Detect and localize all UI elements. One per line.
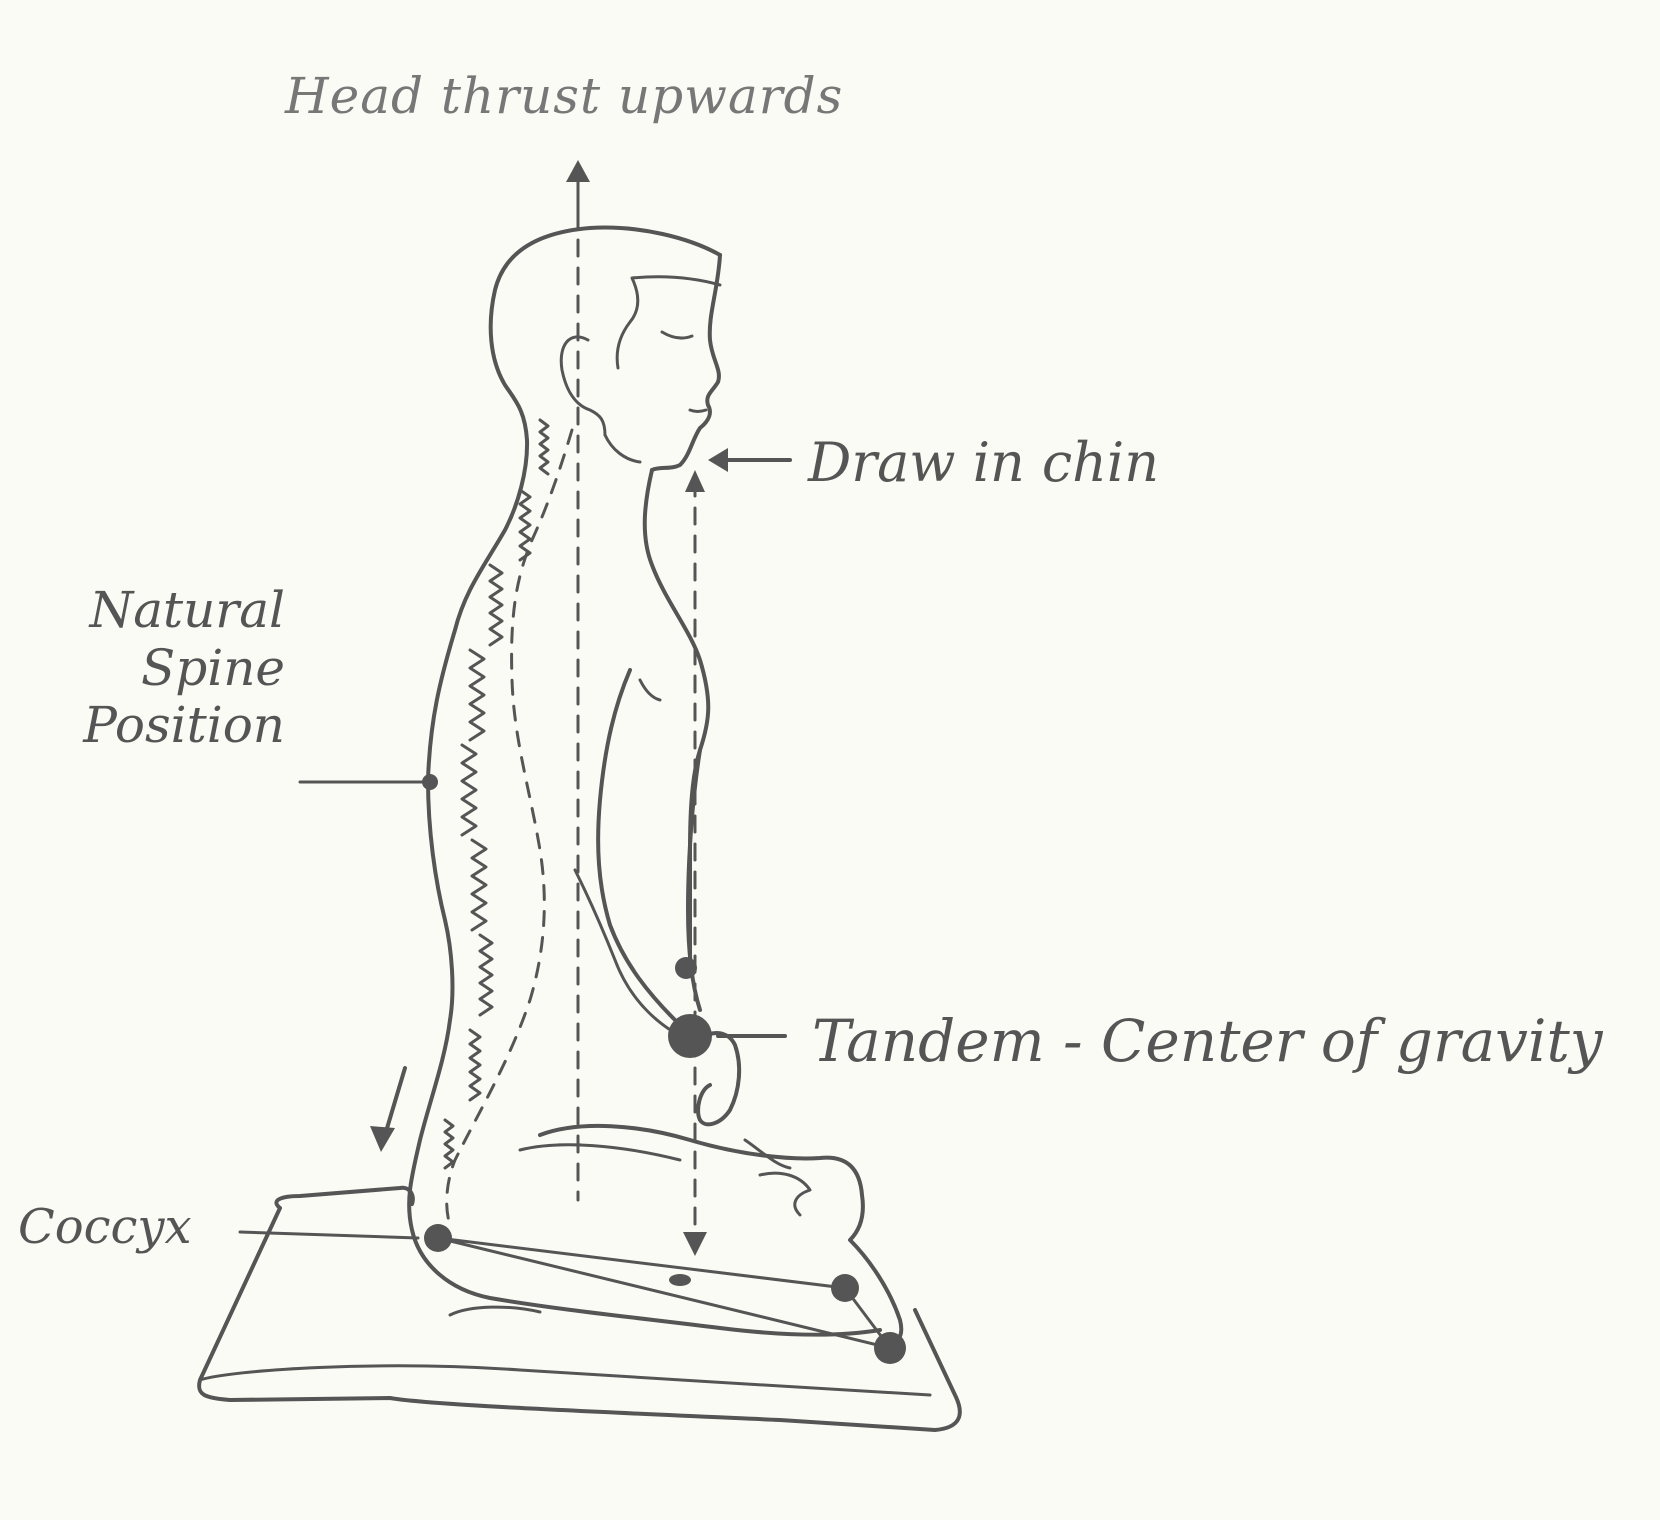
spine-label-line-1: Natural xyxy=(89,581,285,639)
triangle-base-lines xyxy=(436,1236,892,1350)
tandem-upper-dot xyxy=(675,957,697,979)
knee-dot-upper xyxy=(831,1274,859,1302)
cushion-back-edge xyxy=(198,1364,932,1397)
hairline xyxy=(615,275,722,370)
front-line-down-arrowhead xyxy=(683,1232,707,1256)
coccyx-leader-line xyxy=(238,1230,420,1240)
coccyx-label: Coccyx xyxy=(18,1199,192,1255)
coccyx-dot xyxy=(424,1224,452,1252)
tandem-dot xyxy=(668,1014,712,1058)
spine-marker-dot xyxy=(422,774,438,790)
cushion-outline xyxy=(197,1185,962,1432)
coccyx-down-arrow xyxy=(383,1066,407,1137)
natural-spine-curve xyxy=(445,428,574,1227)
upper-arm xyxy=(596,668,677,1022)
mouth xyxy=(688,408,708,413)
knee-fold xyxy=(758,1171,812,1217)
chin-arrowhead xyxy=(708,448,728,472)
closed-eye xyxy=(660,330,694,340)
body-back-outline xyxy=(407,225,882,1337)
tandem-center-of-gravity-label: Tandem - Center of gravity xyxy=(812,1007,1603,1075)
spine-vertebrae xyxy=(443,418,550,1170)
ear-outline xyxy=(559,335,607,437)
draw-in-chin-label: Draw in chin xyxy=(808,431,1159,494)
knee-dot-lower xyxy=(874,1332,906,1364)
front-line-up-arrowhead xyxy=(685,470,705,492)
jaw-line xyxy=(603,433,642,464)
head-up-arrowhead xyxy=(566,160,590,182)
body-front-outline xyxy=(642,468,711,962)
natural-spine-position-label: Natural Spine Position xyxy=(40,581,285,755)
coccyx-down-arrowhead xyxy=(370,1126,395,1152)
center-base-dot xyxy=(669,1274,691,1286)
inner-leg-line xyxy=(518,1143,682,1162)
elbow-detail xyxy=(638,678,662,702)
crossed-legs xyxy=(538,1123,904,1347)
head-thrust-label: Head thrust upwards xyxy=(285,67,844,125)
bottom-leg xyxy=(448,1305,542,1317)
spine-label-line-2: Spine xyxy=(140,638,285,697)
foot-sole xyxy=(743,1138,792,1170)
face-profile xyxy=(650,253,722,472)
spine-label-line-3: Position xyxy=(83,696,285,754)
